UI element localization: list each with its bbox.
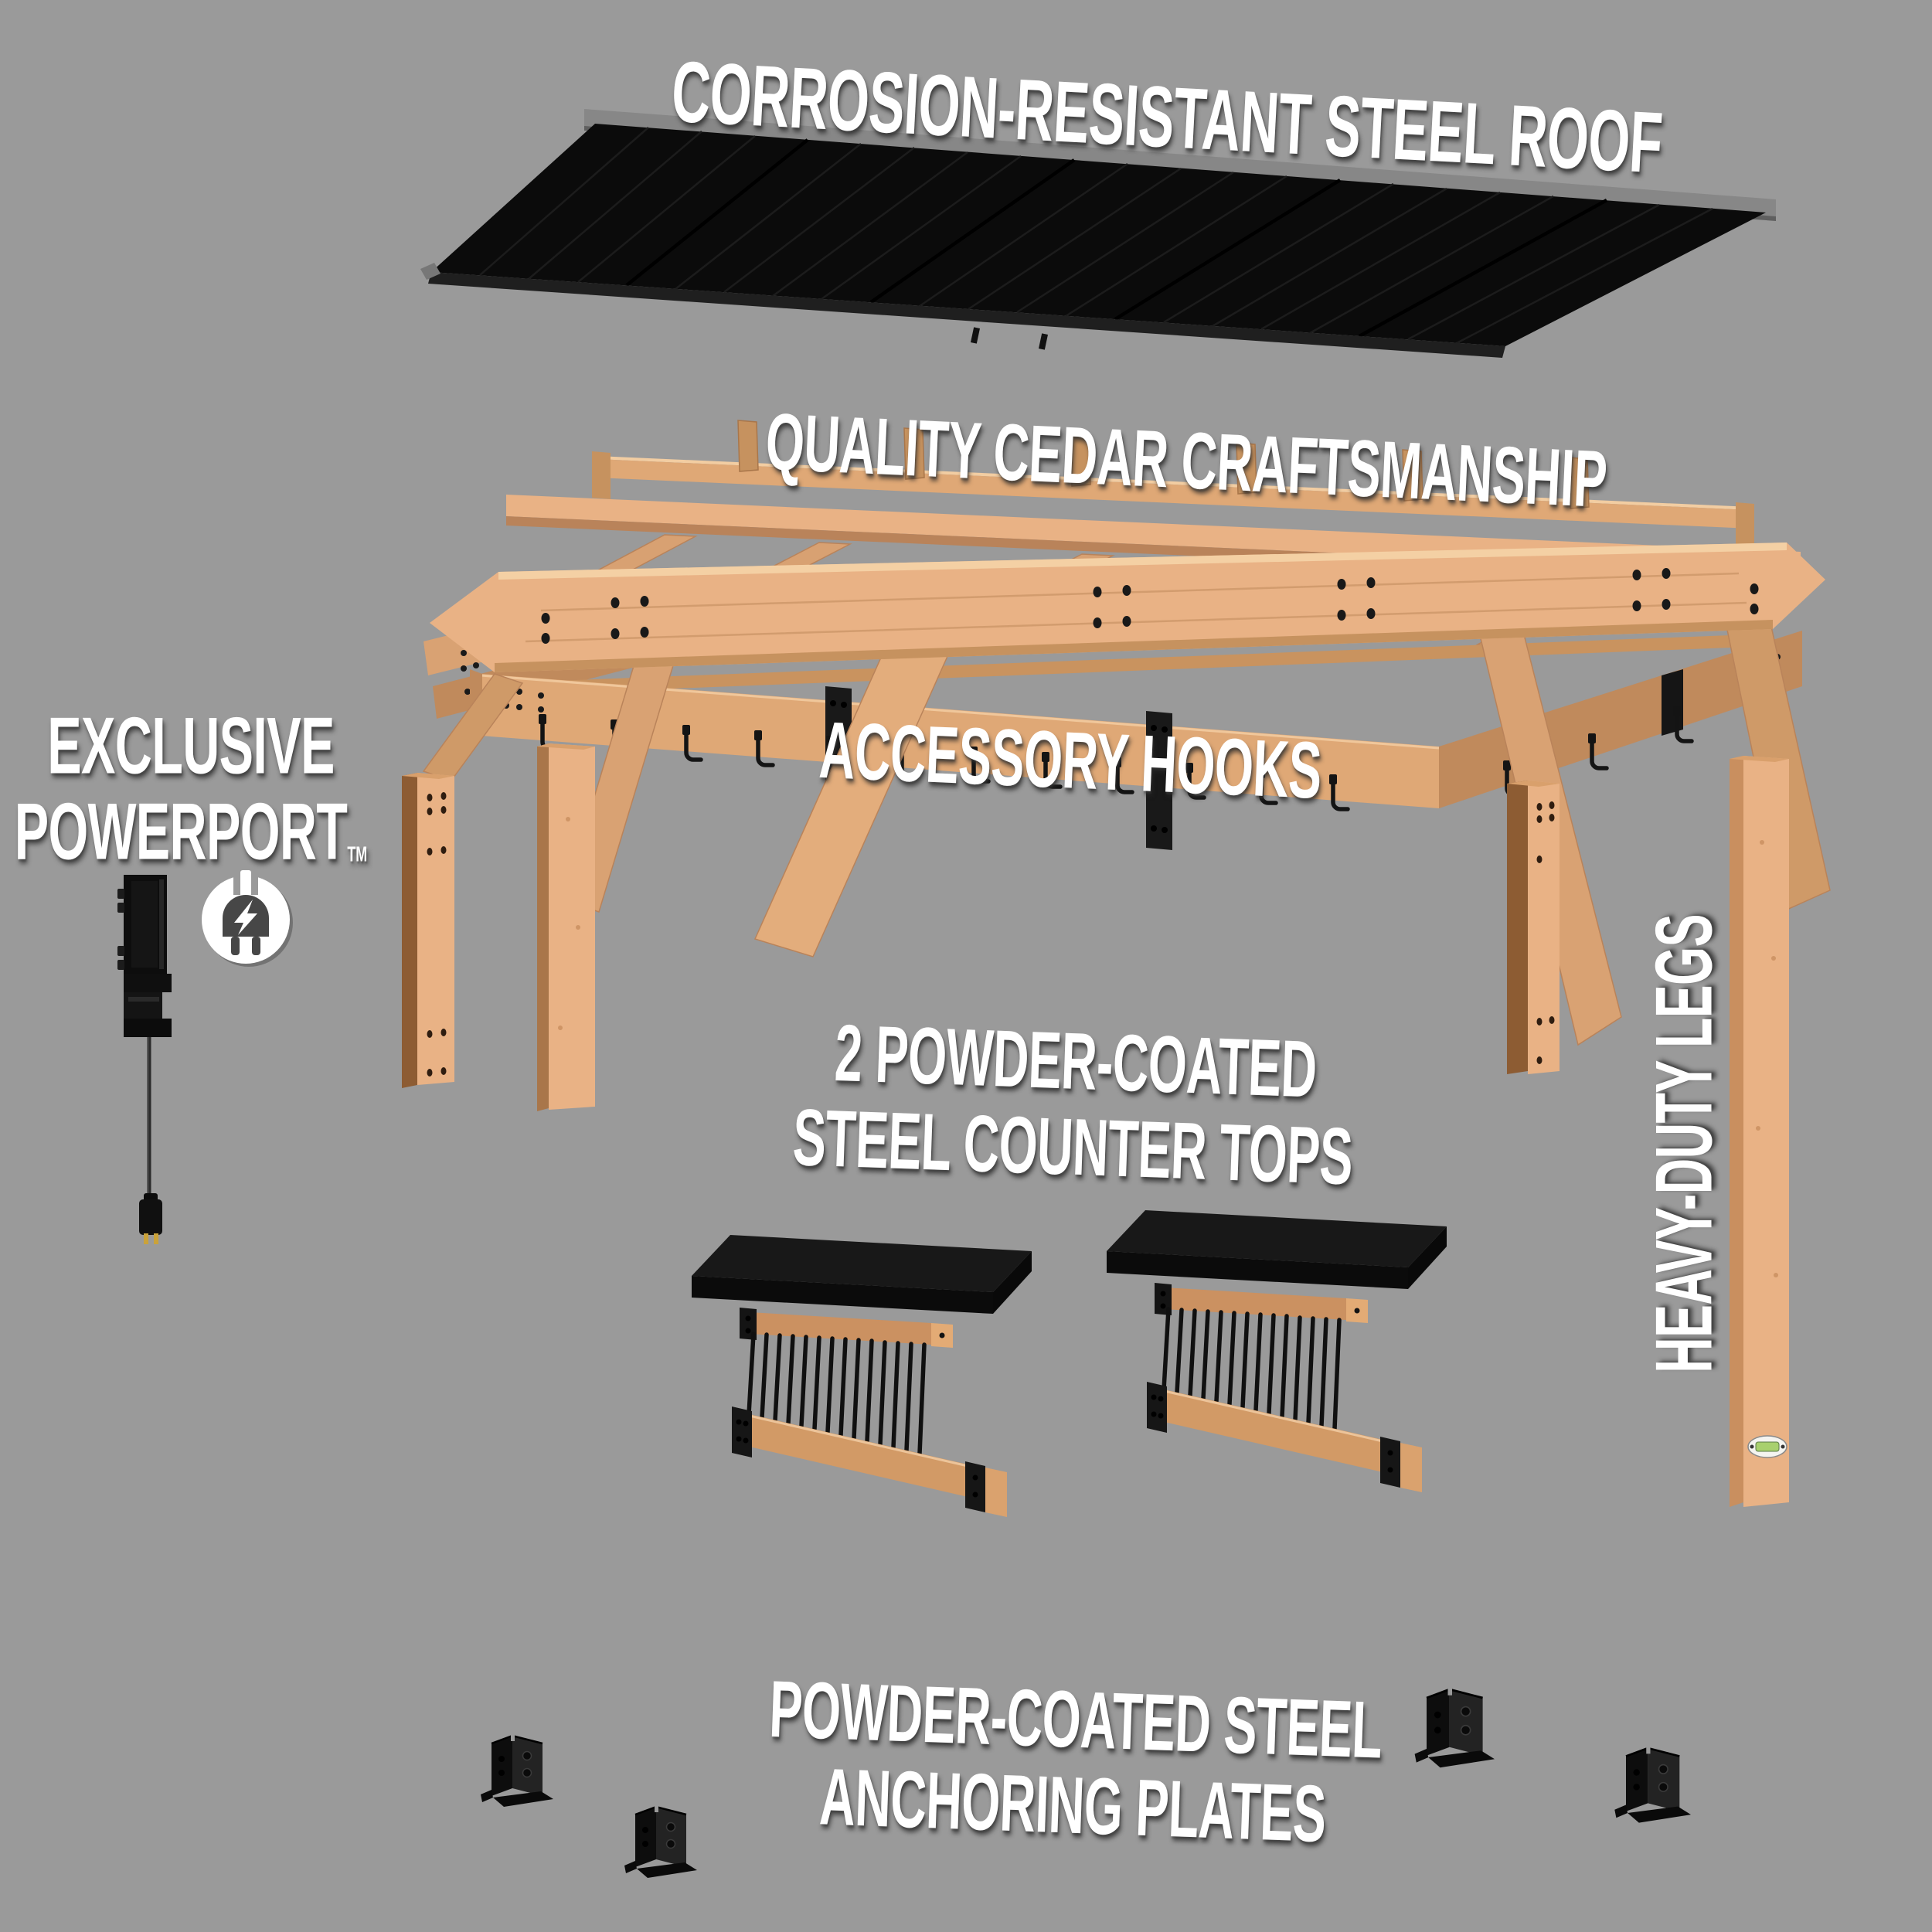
steel-counter-top-2 (1107, 1210, 1447, 1492)
header-bolts (541, 568, 1759, 644)
cedar-leg-2 (537, 743, 595, 1111)
label-anchoring-plates: POWDER-COATED STEEL ANCHORING PLATES (765, 1665, 1384, 1860)
trademark-symbol: TM (347, 842, 368, 866)
counter-bars (747, 1332, 927, 1456)
label-powerport: EXCLUSIVE POWERPORTTM (14, 701, 368, 877)
anchor-plate-2 (623, 1803, 699, 1879)
plug-lightning-icon (202, 870, 293, 967)
counter-bars (1162, 1307, 1342, 1431)
anchor-plate-3 (1413, 1685, 1496, 1769)
powerport-device (117, 875, 172, 1244)
cedar-leg-1 (402, 773, 454, 1088)
label-counter-tops-line2: STEEL COUNTER TOPS (791, 1093, 1355, 1202)
rafter-tails (737, 420, 1590, 509)
label-heavy-duty-legs: HEAVY-DUTY LEGS (1639, 914, 1730, 1373)
cedar-leg-4 (1730, 756, 1789, 1507)
cedar-roof-frame (422, 420, 1831, 1046)
power-plug (139, 1193, 162, 1244)
label-powerport-line1: EXCLUSIVE (47, 701, 335, 791)
level-badge (1747, 1435, 1787, 1458)
label-counter-tops: 2 POWDER-COATED STEEL COUNTER TOPS (791, 1009, 1357, 1202)
anchor-plate-1 (479, 1732, 555, 1808)
leg-screw-holes (1536, 801, 1555, 1064)
anchor-plate-4 (1613, 1744, 1692, 1824)
cedar-leg-3 (1507, 781, 1560, 1074)
steel-counter-top-1 (692, 1235, 1032, 1517)
label-powerport-line2: POWERPORTTM (14, 787, 368, 877)
leg-screw-holes (427, 792, 447, 1077)
steel-roof-panel (420, 109, 1776, 358)
